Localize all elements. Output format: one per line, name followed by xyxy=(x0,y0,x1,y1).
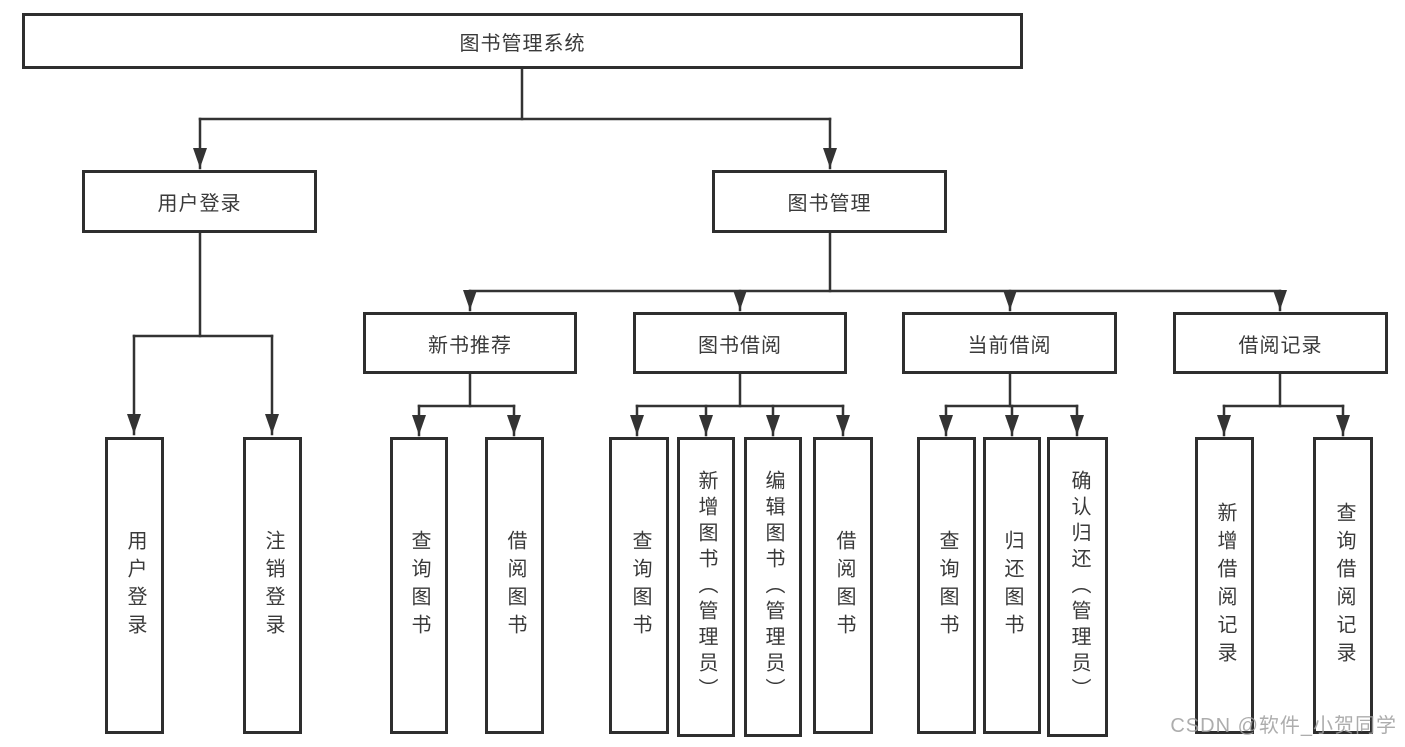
leaf-logout: 注销登录 xyxy=(243,437,302,734)
leaf-borrow-books-2: 借阅图书 xyxy=(813,437,873,734)
leaf-add-borrow-record: 新增借阅记录 xyxy=(1195,437,1254,734)
leaf-add-books-admin: 新增图书（管理员） xyxy=(677,437,735,737)
leaf-borrow-books-1: 借阅图书 xyxy=(485,437,544,734)
leaf-query-borrow-record: 查询借阅记录 xyxy=(1313,437,1373,734)
leaf-query-books-1: 查询图书 xyxy=(390,437,448,734)
node-new-book-recommend: 新书推荐 xyxy=(363,312,577,374)
node-borrowing-records: 借阅记录 xyxy=(1173,312,1388,374)
leaf-user-login: 用户登录 xyxy=(105,437,164,734)
leaf-return-books: 归还图书 xyxy=(983,437,1041,734)
leaf-query-books-3: 查询图书 xyxy=(917,437,976,734)
node-book-management: 图书管理 xyxy=(712,170,947,233)
leaf-query-books-2: 查询图书 xyxy=(609,437,669,734)
root-node-library-system: 图书管理系统 xyxy=(22,13,1023,69)
leaf-confirm-return-admin: 确认归还（管理员） xyxy=(1047,437,1108,737)
leaf-edit-books-admin: 编辑图书（管理员） xyxy=(744,437,802,737)
node-user-login: 用户登录 xyxy=(82,170,317,233)
csdn-watermark: CSDN @软件_小贺同学 xyxy=(1170,715,1397,737)
node-book-borrowing: 图书借阅 xyxy=(633,312,847,374)
node-current-borrowing: 当前借阅 xyxy=(902,312,1117,374)
